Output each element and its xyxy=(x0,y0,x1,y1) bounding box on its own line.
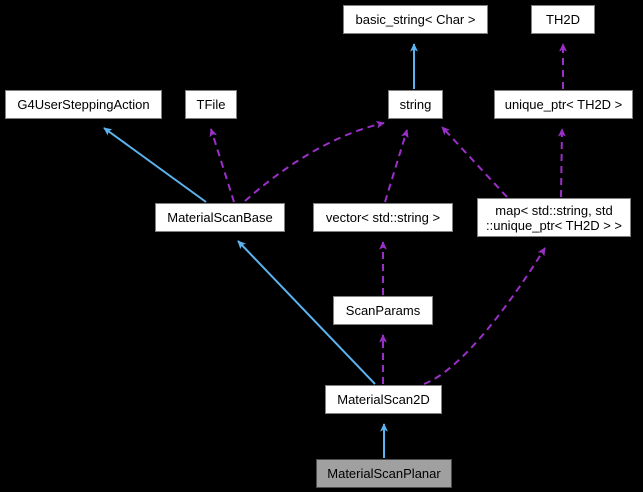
class-node-label: MaterialScanBase xyxy=(167,210,273,225)
edge-materialscanbase-to-string xyxy=(244,120,385,202)
class-node-label: MaterialScan2D xyxy=(337,392,430,407)
class-node-materialscanplanar[interactable]: MaterialScanPlanar xyxy=(316,459,452,488)
class-node-label: G4UserSteppingAction xyxy=(17,97,150,112)
class-node-materialscanbase[interactable]: MaterialScanBase xyxy=(155,203,285,232)
class-node-label: TH2D xyxy=(546,12,580,27)
class-node-label: string xyxy=(399,97,432,112)
class-node-scanparams[interactable]: ScanParams xyxy=(333,296,433,325)
edge-materialscanbase-to-tfile xyxy=(209,128,235,203)
class-node-tfile[interactable]: TFile xyxy=(185,90,237,119)
class-node-label: ScanParams xyxy=(345,303,421,318)
class-node-label: TFile xyxy=(196,97,226,112)
class-node-materialscan2d[interactable]: MaterialScan2D xyxy=(325,385,442,414)
class-node-label: map< std::string, std ::unique_ptr< TH2D… xyxy=(486,202,622,233)
edge-map-to-string xyxy=(441,126,508,198)
class-node-label: unique_ptr< TH2D > xyxy=(504,97,623,112)
class-node-th2d[interactable]: TH2D xyxy=(531,5,595,34)
class-node-label: MaterialScanPlanar xyxy=(327,466,441,481)
edge-vector-string-to-string xyxy=(384,129,409,203)
class-node-map-string-unique-ptr[interactable]: map< std::string, std ::unique_ptr< TH2D… xyxy=(477,198,631,237)
class-node-label: basic_string< Char > xyxy=(355,12,476,27)
class-node-unique-ptr-th2d[interactable]: unique_ptr< TH2D > xyxy=(494,90,633,119)
edge-map-to-unique-ptr xyxy=(557,128,566,198)
class-node-g4usersteppingaction[interactable]: G4UserSteppingAction xyxy=(5,90,162,119)
class-node-label: vector< std::string > xyxy=(325,210,441,225)
class-node-vector-string[interactable]: vector< std::string > xyxy=(313,203,453,232)
class-node-basic-string[interactable]: basic_string< Char > xyxy=(343,5,488,34)
edge-materialscanbase-to-g4usersteppingaction xyxy=(103,127,207,203)
class-node-string[interactable]: string xyxy=(388,90,443,119)
edge-materialscan2d-to-map xyxy=(423,247,546,385)
